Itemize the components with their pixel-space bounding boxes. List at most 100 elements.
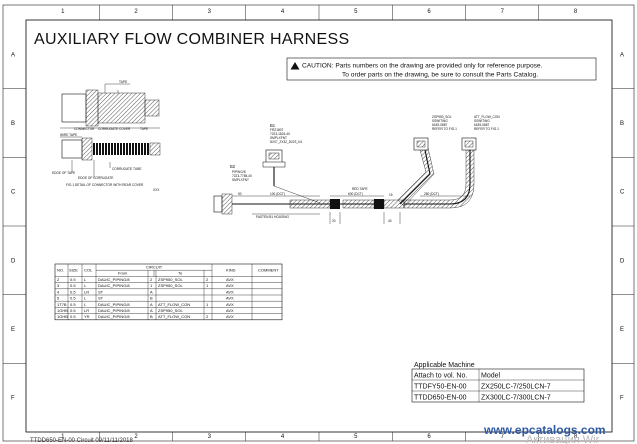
grid-column-label: 3	[208, 434, 212, 440]
circuit-table-header: KIND	[226, 268, 236, 273]
b1-sub-2: 7223-1824-40	[270, 132, 290, 136]
circuit-table-cell: 0.5	[70, 308, 76, 313]
c1-sub-3: REFER TO FIG.1	[432, 127, 457, 131]
b2-sub-3: SMPLXFNT	[232, 178, 249, 182]
circuit-table-cell: 2	[206, 277, 209, 282]
circuit-table-cell: L	[84, 277, 87, 282]
c2-sub-2: 6189-0887	[474, 123, 489, 127]
circuit-table-cell: 5	[57, 296, 60, 301]
detail-caption: FIG.1 DETAIL OF CONNECTOR WITH REAR COVE…	[66, 183, 144, 187]
circuit-table-cell: 1	[206, 283, 209, 288]
grid-row-label: F	[620, 396, 624, 402]
circuit-table-cell: L	[84, 283, 87, 288]
detail-ref: XXX	[153, 188, 160, 192]
b1-sub-4: N207_ZX32_D023_N1	[270, 140, 302, 144]
connector-b2: B2 PIPING/8 7223-7785-40 SMPLXFNT	[213, 164, 252, 215]
activation-overlay: Активация Wir	[526, 434, 600, 444]
connector-detail-figure: TAPE CONNECTOR CORRUGATE COVER TAPE WIRE…	[52, 80, 160, 192]
grid-row-label: D	[11, 258, 16, 264]
grid-column-label: 7	[501, 9, 505, 15]
grid-row-label: C	[620, 190, 625, 196]
label-edge-of-corrugate: EDGE OF CORRUGATE	[78, 176, 113, 180]
circuit-table-cell: 1T7B	[57, 302, 67, 307]
label-corrugate-cover: CORRUGATE COVER	[98, 127, 131, 131]
grid-row-label: F	[11, 396, 15, 402]
circuit-table-cell: 1GHB	[57, 308, 68, 313]
grid-column-label: 8	[574, 434, 578, 440]
circuit-table-cell: 2	[206, 314, 209, 319]
applicable-heading: Applicable Machine	[414, 362, 475, 369]
c1-sub-1: SSWITING	[432, 119, 448, 123]
grid-column-label: 2	[134, 9, 138, 15]
circuit-table-cell: ST	[98, 289, 104, 294]
circuit-table-cell: ATT_FLOW_CON	[158, 302, 190, 307]
dim-50: 50	[238, 192, 242, 196]
circuit-table-cell: YR	[84, 314, 90, 319]
grid-row-label: E	[11, 327, 15, 333]
circuit-table-cell: AVX	[226, 314, 234, 319]
circuit-table-cell: AVX	[226, 302, 234, 307]
circuit-table-cell: ST	[98, 296, 104, 301]
applicable-col-attach: Attach to vol. No.	[414, 373, 467, 380]
b2-sub-1: PIPING/8	[232, 170, 246, 174]
applicable-machine: Applicable Machine Attach to vol. No. Mo…	[411, 362, 585, 403]
c1-sub-2: 6189-0887	[432, 123, 447, 127]
c2-label: ATT_FLOW_CON	[474, 115, 500, 119]
dim-600: 600 (DCT)	[348, 192, 363, 196]
circuit-table-header: NO.	[57, 268, 64, 273]
b2-sub-2: 7223-7785-40	[232, 174, 252, 178]
circuit-table-cell: 0.5	[70, 283, 76, 288]
circuit-table-cell: LR	[84, 308, 89, 313]
grid-column-label: 8	[574, 9, 578, 15]
connector-b1: B1 FRZ1807 7223-1824-40 SMPLXFNT N207_ZX…	[262, 123, 321, 204]
caution-box: ! CAUTION: Parts numbers on the drawing …	[286, 57, 597, 81]
dim-40: 40	[388, 219, 392, 223]
applicable-row-1-vol: TTDFY50-EN-00	[414, 384, 467, 391]
circuit-table-cell: A	[150, 302, 153, 307]
c1-label: ZSP950_SOL	[432, 115, 452, 119]
grid-column-label: 7	[501, 434, 505, 440]
circuit-table-cell: ATT_FLOW_CON	[158, 314, 190, 319]
circuit-table-header: COL	[84, 268, 93, 273]
grid-column-label: 6	[427, 434, 431, 440]
connector-zsp950-sol: ZSP950_SOL SSWITING 6189-0887 REFER TO F…	[413, 115, 457, 151]
applicable-row-2-vol: TTDD650-EN-00	[414, 395, 467, 402]
grid-column-label: 4	[281, 9, 285, 15]
grid-column-label: 1	[61, 434, 65, 440]
grid-column-label: 5	[354, 434, 358, 440]
grid-row-label: B	[620, 121, 624, 127]
grid-column-label: 1	[61, 9, 65, 15]
applicable-row-1-model: ZX250LC-7/250LCN-7	[481, 384, 551, 391]
applicable-col-model: Model	[481, 373, 501, 380]
circuit-table-cell: 0.5	[70, 289, 76, 294]
label-corrugate-tube: CORRUGATE TUBE	[112, 167, 141, 171]
circuit-table-cell: B	[150, 296, 153, 301]
circuit-table-header: CIRCUIT	[146, 265, 163, 270]
grid-row-label: E	[620, 327, 624, 333]
corrugate-tube-drawing	[93, 143, 149, 155]
footer-id: TTDD650-EN-00 Circuit 09/11/11/2018	[30, 438, 133, 444]
label-fasten-b1: FASTEN B1 HOUSING	[256, 215, 289, 219]
dimension-lines: 100 (DCT) 600 (DCT) 250 (DCT) 15 50 20 4…	[232, 187, 470, 224]
circuit-table-cell: 2	[57, 277, 60, 282]
dim-20: 20	[332, 219, 336, 223]
grid-column-label: 2	[134, 434, 138, 440]
circuit-table-cell: L	[84, 302, 87, 307]
c2-sub-3: REFER TO FIG.1	[474, 127, 499, 131]
grid-row-label: A	[620, 52, 624, 58]
circuit-table-cell: ZSP950_SOL	[158, 308, 183, 313]
circuit-table-cell: AVX	[226, 277, 234, 282]
circuit-table-cell: AVX	[226, 283, 234, 288]
circuit-table-cell: AVX	[226, 289, 234, 294]
circuit-table-cell: 0.5	[70, 296, 76, 301]
circuit-table-cell: DAUIC_PIPING/8	[98, 283, 130, 288]
c2-sub-1: SSWITING	[474, 119, 490, 123]
grid-row-label: D	[620, 258, 625, 264]
b1-label: B1	[270, 123, 276, 128]
circuit-table-cell: AVX	[226, 308, 234, 313]
drawing-title: AUXILIARY FLOW COMBINER HARNESS	[34, 31, 349, 48]
grid-column-label: 3	[208, 9, 212, 15]
circuit-table-cell: AVX	[226, 296, 234, 301]
circuit-table-cell: 1GHB	[57, 314, 68, 319]
